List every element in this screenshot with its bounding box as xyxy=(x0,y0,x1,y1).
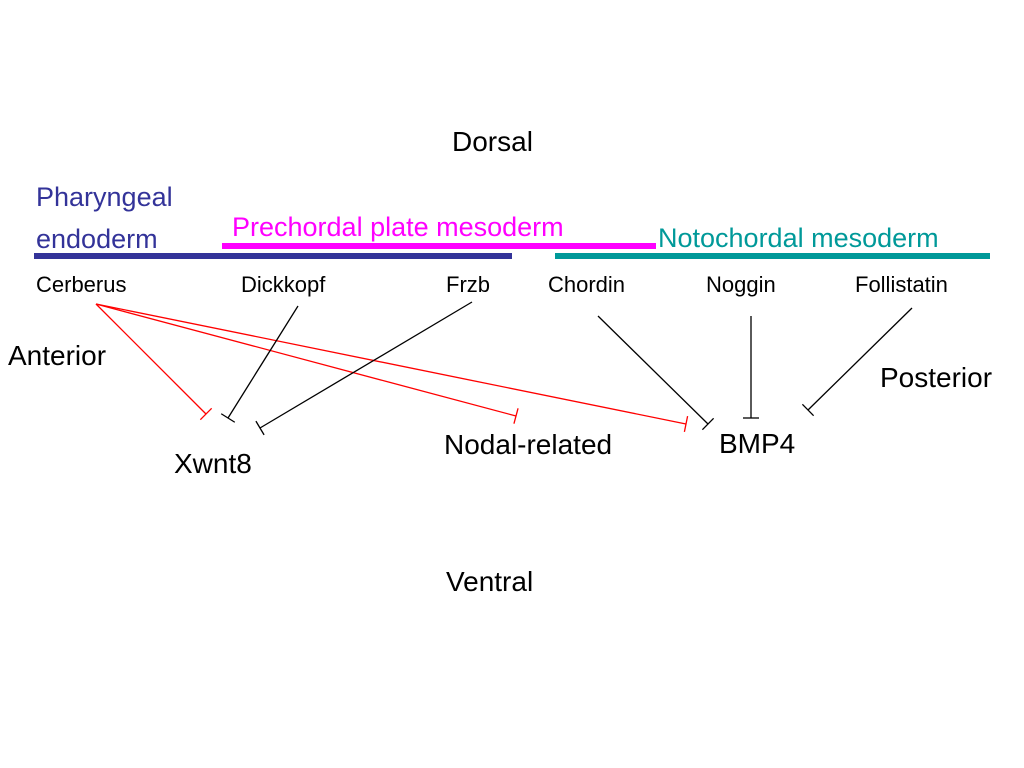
noggin-label: Noggin xyxy=(706,272,776,297)
inhibition-bar xyxy=(220,413,236,423)
bmp4-label: BMP4 xyxy=(719,428,796,459)
inhibition-line xyxy=(95,303,207,415)
prechordal-plate-label: Prechordal plate mesoderm xyxy=(232,212,564,242)
follistatin-label: Follistatin xyxy=(855,272,948,297)
notochordal-mesoderm-label: Notochordal mesoderm xyxy=(658,223,939,253)
inhibition-cerberus-to-nodal-related xyxy=(95,303,519,424)
inhibition-line xyxy=(807,307,913,411)
anterior-label: Anterior xyxy=(8,340,107,371)
inhibition-line xyxy=(95,303,687,425)
inhibition-line xyxy=(259,301,473,429)
inhibition-follistatin-to-bmp4 xyxy=(801,307,913,417)
dickkopf-label: Dickkopf xyxy=(241,272,326,297)
posterior-label: Posterior xyxy=(880,362,993,393)
xwnt8-label: Xwnt8 xyxy=(174,448,252,479)
inhibition-line xyxy=(95,303,517,417)
inhibition-bar xyxy=(701,417,715,431)
inhibition-line xyxy=(597,315,709,425)
pharyngeal-endoderm-label-line1: Pharyngeal xyxy=(36,182,173,212)
nodal-related-label: Nodal-related xyxy=(444,429,613,460)
inhibition-line xyxy=(227,305,299,419)
inhibition-cerberus-to-xwnt8 xyxy=(95,303,213,421)
inhibition-frzb-to-xwnt8 xyxy=(255,301,473,436)
inhibition-dickkopf-to-xwnt8 xyxy=(220,305,299,423)
inhibition-arrows xyxy=(95,301,913,436)
inhibition-bar xyxy=(801,403,815,417)
inhibition-chordin-to-bmp4 xyxy=(597,315,715,431)
inhibition-bar xyxy=(199,407,213,421)
ventral-label: Ventral xyxy=(446,566,534,597)
pharyngeal-endoderm-label-line2: endoderm xyxy=(36,224,158,254)
inhibition-noggin-to-bmp4 xyxy=(743,316,759,419)
chordin-label: Chordin xyxy=(548,272,626,297)
dorsal-label: Dorsal xyxy=(452,126,533,157)
frzb-label: Frzb xyxy=(446,272,490,297)
inhibition-bar xyxy=(255,420,265,436)
inhibition-bar xyxy=(513,408,519,424)
inhibition-bar xyxy=(683,416,689,432)
inhibition-cerberus-to-bmp4 xyxy=(95,303,689,432)
cerberus-label: Cerberus xyxy=(36,272,127,297)
